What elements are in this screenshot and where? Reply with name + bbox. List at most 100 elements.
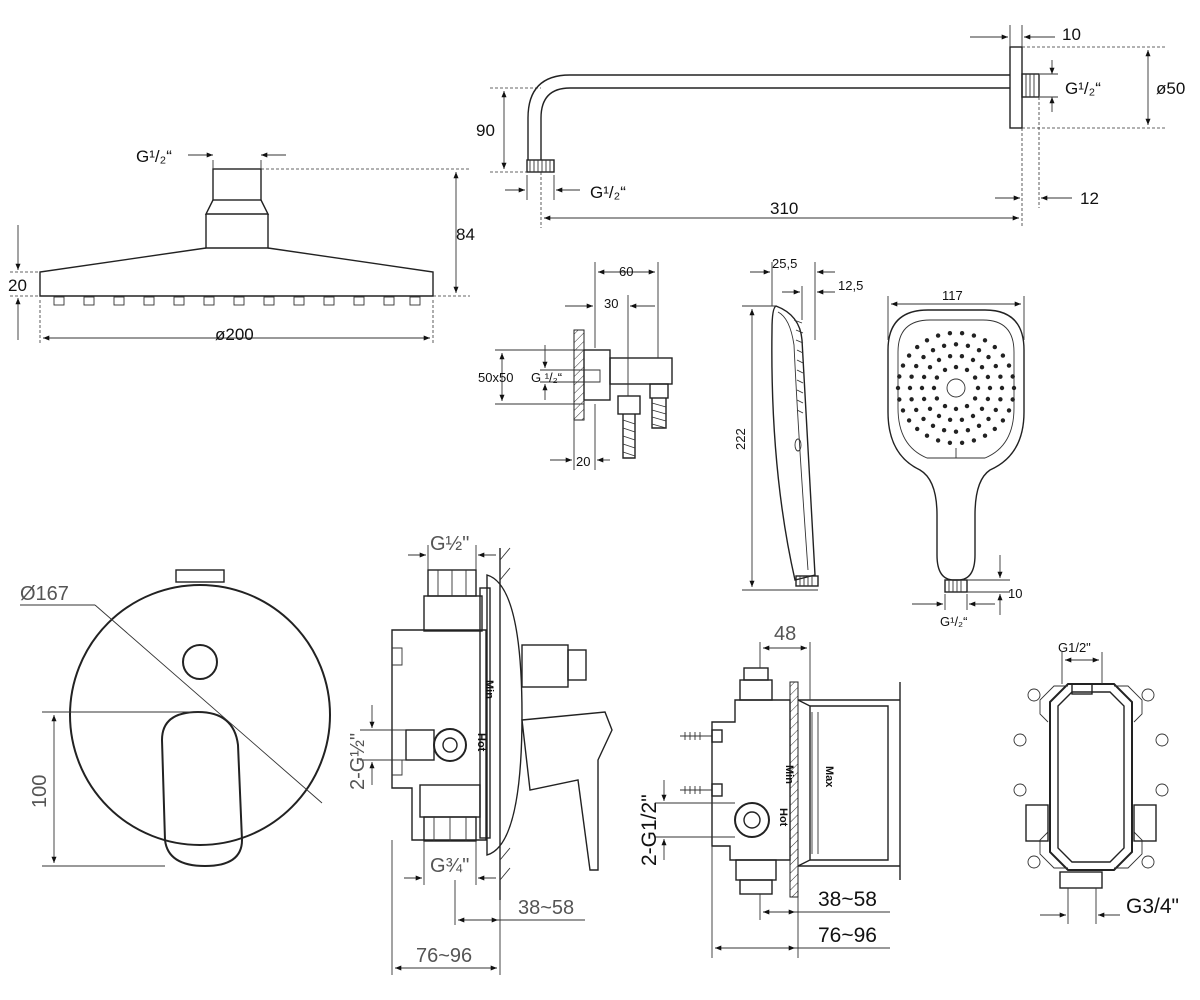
valve-left-hot-label: Hot [475, 733, 487, 752]
valve-right-sleeve [810, 705, 889, 861]
spray-dot [970, 413, 976, 419]
spray-dot [986, 416, 991, 422]
overhead-shower-drawing: G¹/₂“ 84 20 ø200 [8, 147, 475, 345]
valve-right-drawing: Min Hot Max 48 2-G1/2" 38~58 76~96 [638, 623, 901, 958]
spray-dot [953, 429, 959, 434]
hand-shower-side-drawing: 25,5 12,5 222 [733, 256, 863, 591]
mixer-height-label: 100 [29, 775, 51, 808]
spray-dot [993, 363, 998, 369]
spray-dot [900, 408, 906, 413]
spray-dot [941, 428, 947, 433]
spray-dot [914, 363, 919, 369]
wall-outlet-width-label: 60 [619, 264, 633, 279]
wall-outlet-plate-label: 50x50 [478, 370, 513, 385]
valve-left-total-range-label: 76~96 [416, 945, 472, 967]
spray-dot [936, 413, 942, 419]
spray-dot [900, 363, 906, 368]
hand-shower-face [897, 319, 1015, 459]
spray-dot [953, 406, 959, 412]
spray-dot [992, 344, 997, 350]
spray-dot [934, 375, 940, 380]
spray-dot [953, 364, 959, 370]
spray-dot [964, 403, 970, 409]
overhead-connector-nut [212, 168, 262, 201]
valve-right-side-outlet [734, 802, 770, 838]
spray-dot [924, 338, 930, 343]
valve-box-screws [1013, 688, 1169, 869]
valve-right-body [711, 699, 791, 861]
spray-dot [909, 397, 914, 402]
spray-dot [947, 440, 953, 445]
spray-dot [959, 354, 965, 359]
spray-dot [947, 417, 953, 422]
spray-dot [986, 354, 991, 360]
shower-arm-tube [527, 74, 1010, 160]
arm-flange-thickness-label: 10 [1062, 25, 1081, 44]
spray-dot [921, 354, 926, 360]
valve-right-min-label: Min [783, 765, 795, 784]
valve-left-handle [521, 711, 613, 871]
hand-shower-width-label: 117 [942, 288, 963, 303]
valve-right-max-label: Max [823, 766, 835, 788]
hand-shower-front-body [887, 309, 1025, 581]
valve-box-outer [1049, 683, 1133, 871]
valve-box-drawing: G1/2" G3/4" [1013, 640, 1179, 924]
spray-dot [941, 343, 947, 348]
spray-dot [930, 423, 936, 428]
arm-outlet-thread [526, 159, 555, 173]
spray-dot [897, 397, 902, 402]
wall-outlet-nut [617, 395, 641, 415]
spray-dot [927, 365, 933, 370]
spray-dot [953, 342, 959, 347]
spray-dot [934, 396, 940, 401]
valve-left-depth-range-label: 38~58 [518, 897, 574, 919]
spray-dot [1010, 397, 1015, 402]
spray-dot [979, 365, 985, 370]
valve-box-top-connector [1071, 683, 1093, 695]
spray-dot [924, 433, 930, 438]
spray-dot [982, 433, 988, 438]
valve-right-total-range-label: 76~96 [818, 924, 877, 947]
valve-left-drawing: Min Hot G½" 2-G½" G¾" 38~58 76~96 [347, 533, 613, 975]
spray-dot [947, 354, 953, 359]
spray-dot [915, 344, 920, 350]
overhead-height-label: 84 [456, 225, 475, 244]
spray-dot [972, 396, 978, 401]
valve-right-width-label: 48 [774, 623, 796, 645]
spray-dot [895, 385, 901, 391]
overhead-diameter-label: ø200 [215, 325, 254, 344]
spray-dot [907, 385, 913, 391]
spray-dot [985, 396, 991, 402]
spray-dot [999, 385, 1005, 391]
valve-right-wall [789, 681, 799, 898]
spray-dot [959, 417, 965, 422]
shower-arm-drawing: 10 ø50 G¹/₂“ 90 G¹/₂“ 310 12 [476, 25, 1185, 228]
spray-dot [982, 338, 988, 343]
hand-shower-thread-label: G¹/₂“ [940, 614, 967, 629]
spray-dot [915, 426, 920, 432]
valve-left-side-outlet [433, 728, 467, 762]
valve-box-top-thread-label: G1/2" [1058, 640, 1091, 655]
spray-dot [909, 374, 914, 379]
spray-dot [921, 416, 926, 422]
hand-shower-tip-label: 12,5 [838, 278, 863, 293]
spray-dot [992, 426, 997, 432]
spray-dot [919, 385, 925, 391]
spray-dot [971, 438, 977, 443]
arm-flange-diameter-label: ø50 [1156, 79, 1185, 98]
wall-outlet-drawing: 60 30 50x50 G ¹/₂“ 20 [478, 262, 673, 470]
valve-right-bottom-nut [739, 879, 773, 895]
arm-wall-offset-label: 12 [1080, 189, 1099, 208]
wall-outlet-elbow [609, 357, 673, 385]
spray-dot [971, 333, 977, 338]
spray-dot [1000, 418, 1006, 423]
spray-dot [1006, 408, 1012, 413]
overhead-thread-label: G¹/₂“ [136, 147, 172, 166]
arm-drop-label: 90 [476, 121, 495, 140]
spray-dot [998, 374, 1003, 379]
spray-dot [965, 428, 971, 433]
valve-left-min-label: Min [483, 680, 495, 699]
hand-shower-front-drawing: 117 10 G¹/₂“ [887, 288, 1025, 629]
overhead-plate-label: 20 [8, 276, 27, 295]
wall-hatch [573, 329, 585, 421]
